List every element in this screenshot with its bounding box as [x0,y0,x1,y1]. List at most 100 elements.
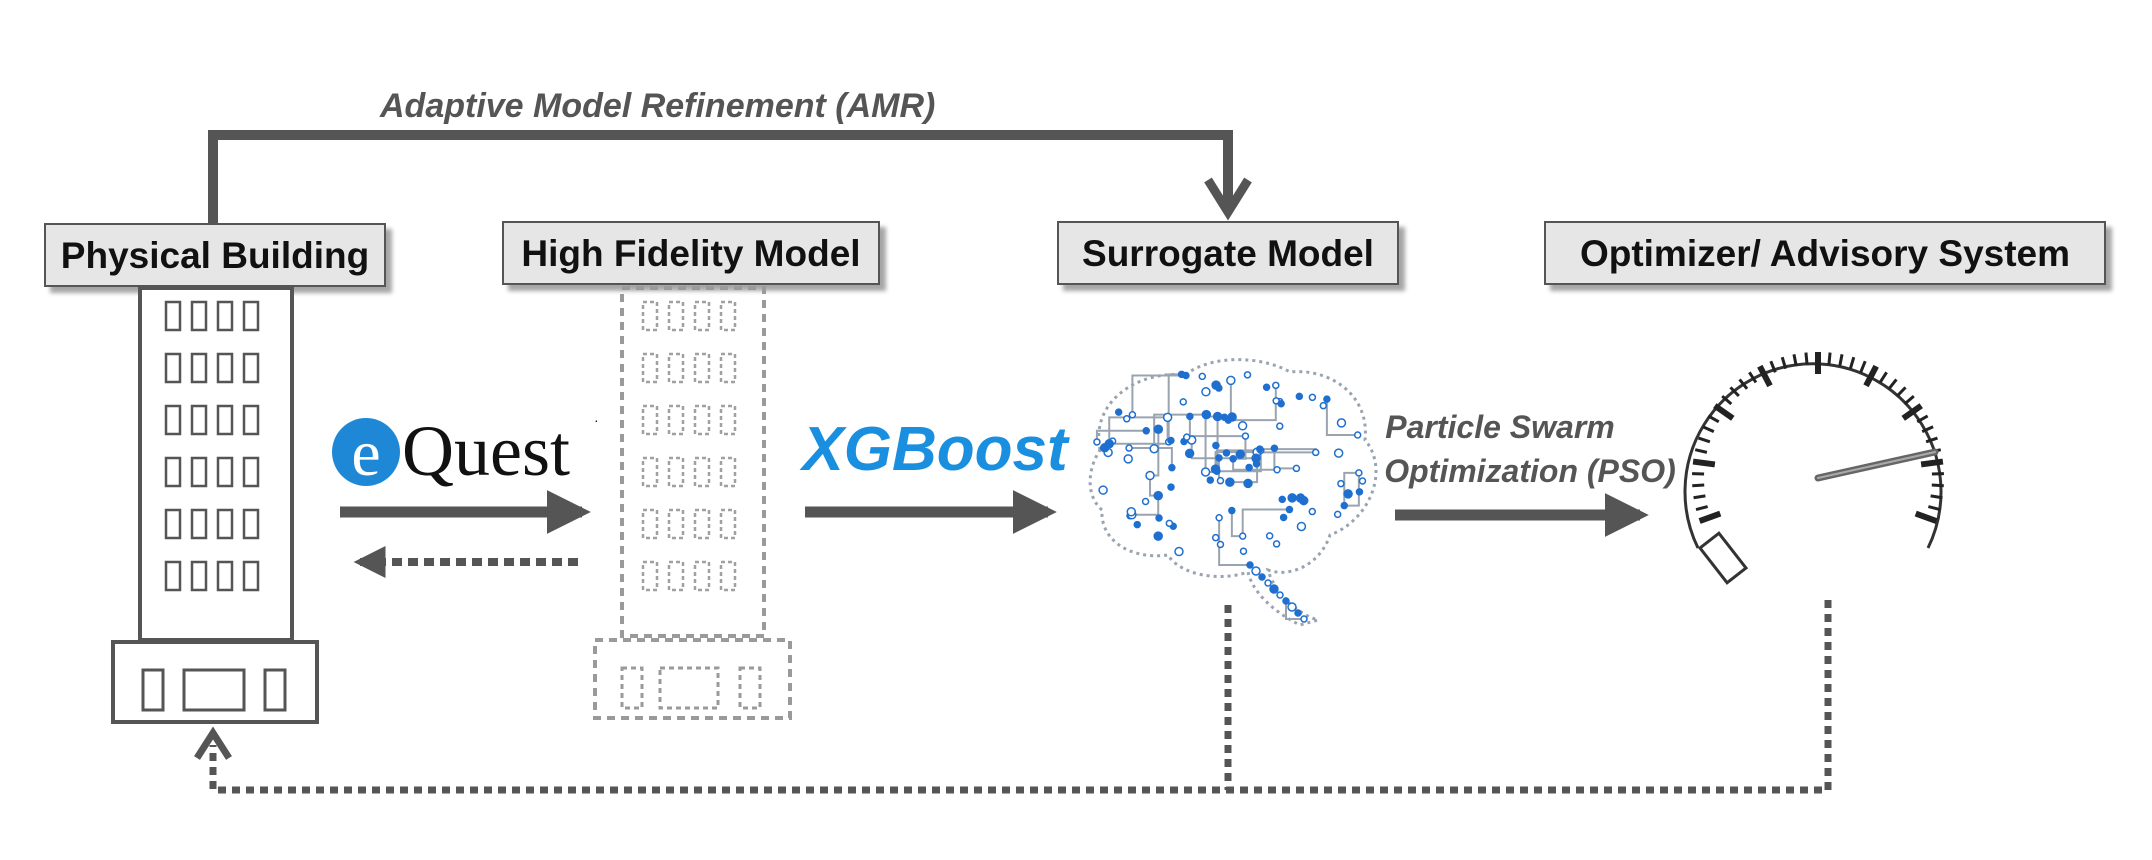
model-window [641,508,659,540]
stage-box-optimizer: Optimizer/ Advisory System [1544,221,2106,285]
model-window [719,508,737,540]
neuron-node [1243,371,1252,379]
neuron-node [1229,455,1237,463]
neuron-node [1167,483,1175,491]
neuron-node [1276,591,1284,599]
equest-logo-text: Quest [402,411,570,491]
neuron-node [1276,422,1284,430]
neuron-node [1182,371,1190,380]
neuron-node [1287,493,1297,503]
neuron-node [1294,609,1302,617]
model-window [719,300,737,332]
neuron-node [1337,479,1345,488]
neuron-node [1245,463,1253,472]
neuron-node [1285,505,1294,514]
neuron-node [1238,532,1247,540]
model-window [693,508,711,540]
neuron-node [1211,533,1220,542]
neuron-node [1272,381,1280,390]
neuron-node [1201,409,1212,420]
neuron-node [1201,387,1211,397]
neuron-node [1323,395,1331,403]
building-window [242,352,260,384]
neuron-node [1128,411,1137,419]
model-window [719,560,737,592]
neuron-node [1269,584,1279,594]
neuron-node [1228,506,1236,515]
model-window [667,300,685,332]
building-icon [111,286,319,724]
neuron-node [1126,507,1137,517]
amr-label: Adaptive Model Refinement (AMR) [379,87,935,125]
building-window [216,560,234,592]
neuron-node [1216,476,1225,485]
neuron-node [1210,464,1221,474]
neuron-node [1206,476,1215,484]
neuron-node [1168,463,1176,472]
building-window [242,404,260,436]
model-window [693,300,711,332]
model-window [693,456,711,488]
neuron-node [1270,444,1279,453]
equest-logo: e Quest · [332,411,599,491]
building-window [164,456,182,488]
model-window [667,560,685,592]
neuron-node [1149,443,1159,454]
model-window [693,560,711,592]
neuron-node [1292,464,1301,473]
neuron-node [1272,540,1281,548]
building-window [242,300,260,332]
building-window [190,352,208,384]
pso-label-line2: Optimization (PSO) [1384,453,1676,489]
building-window [190,508,208,540]
neuron-node [1300,615,1308,623]
neuron-node [1184,448,1195,459]
neuron-node [1125,444,1133,452]
neuron-node [1200,467,1211,477]
stage-label-physical-building: Physical Building [61,235,369,276]
building-window [164,300,182,332]
model-window [667,456,685,488]
neuron-node [1141,497,1150,506]
neuron-node [1279,513,1288,522]
model-window [641,456,659,488]
stage-box-high-fidelity-model: High Fidelity Model [502,221,880,285]
neuron-node [1123,415,1131,423]
speedometer-icon [1683,352,1944,585]
neuron-node [1153,424,1164,434]
neuron-node [1296,521,1307,532]
building-window [216,456,234,488]
neuron-node [1133,520,1141,529]
building-window [242,456,260,488]
neuron-node [1308,393,1317,402]
neuron-node [1174,546,1184,557]
neuron-node [1273,466,1281,474]
building-window [190,300,208,332]
model-window [693,352,711,384]
building-window [190,456,208,488]
neuron-node [1235,449,1245,460]
building-window [242,508,260,540]
model-window [667,404,685,436]
neuron-node [1224,416,1233,424]
model-window [641,352,659,384]
neuron-node [1239,547,1248,555]
neuron-node [1155,514,1163,522]
neuron-node [1099,443,1110,453]
neuron-node [1241,432,1250,440]
neuron-node [1358,477,1367,485]
model-window [641,560,659,592]
neuron-node [1353,431,1362,439]
neuron-node [1153,531,1163,541]
model-window [693,404,711,436]
building-window [190,404,208,436]
neuron-node [1153,490,1163,501]
neuron-node [1162,412,1173,423]
building-window [164,508,182,540]
stage-box-physical-building: Physical Building [44,223,386,287]
neural-brain-icon [1088,358,1378,627]
neuron-node [1340,501,1349,510]
neuron-node [1142,427,1150,435]
neuron-node [1145,470,1155,481]
